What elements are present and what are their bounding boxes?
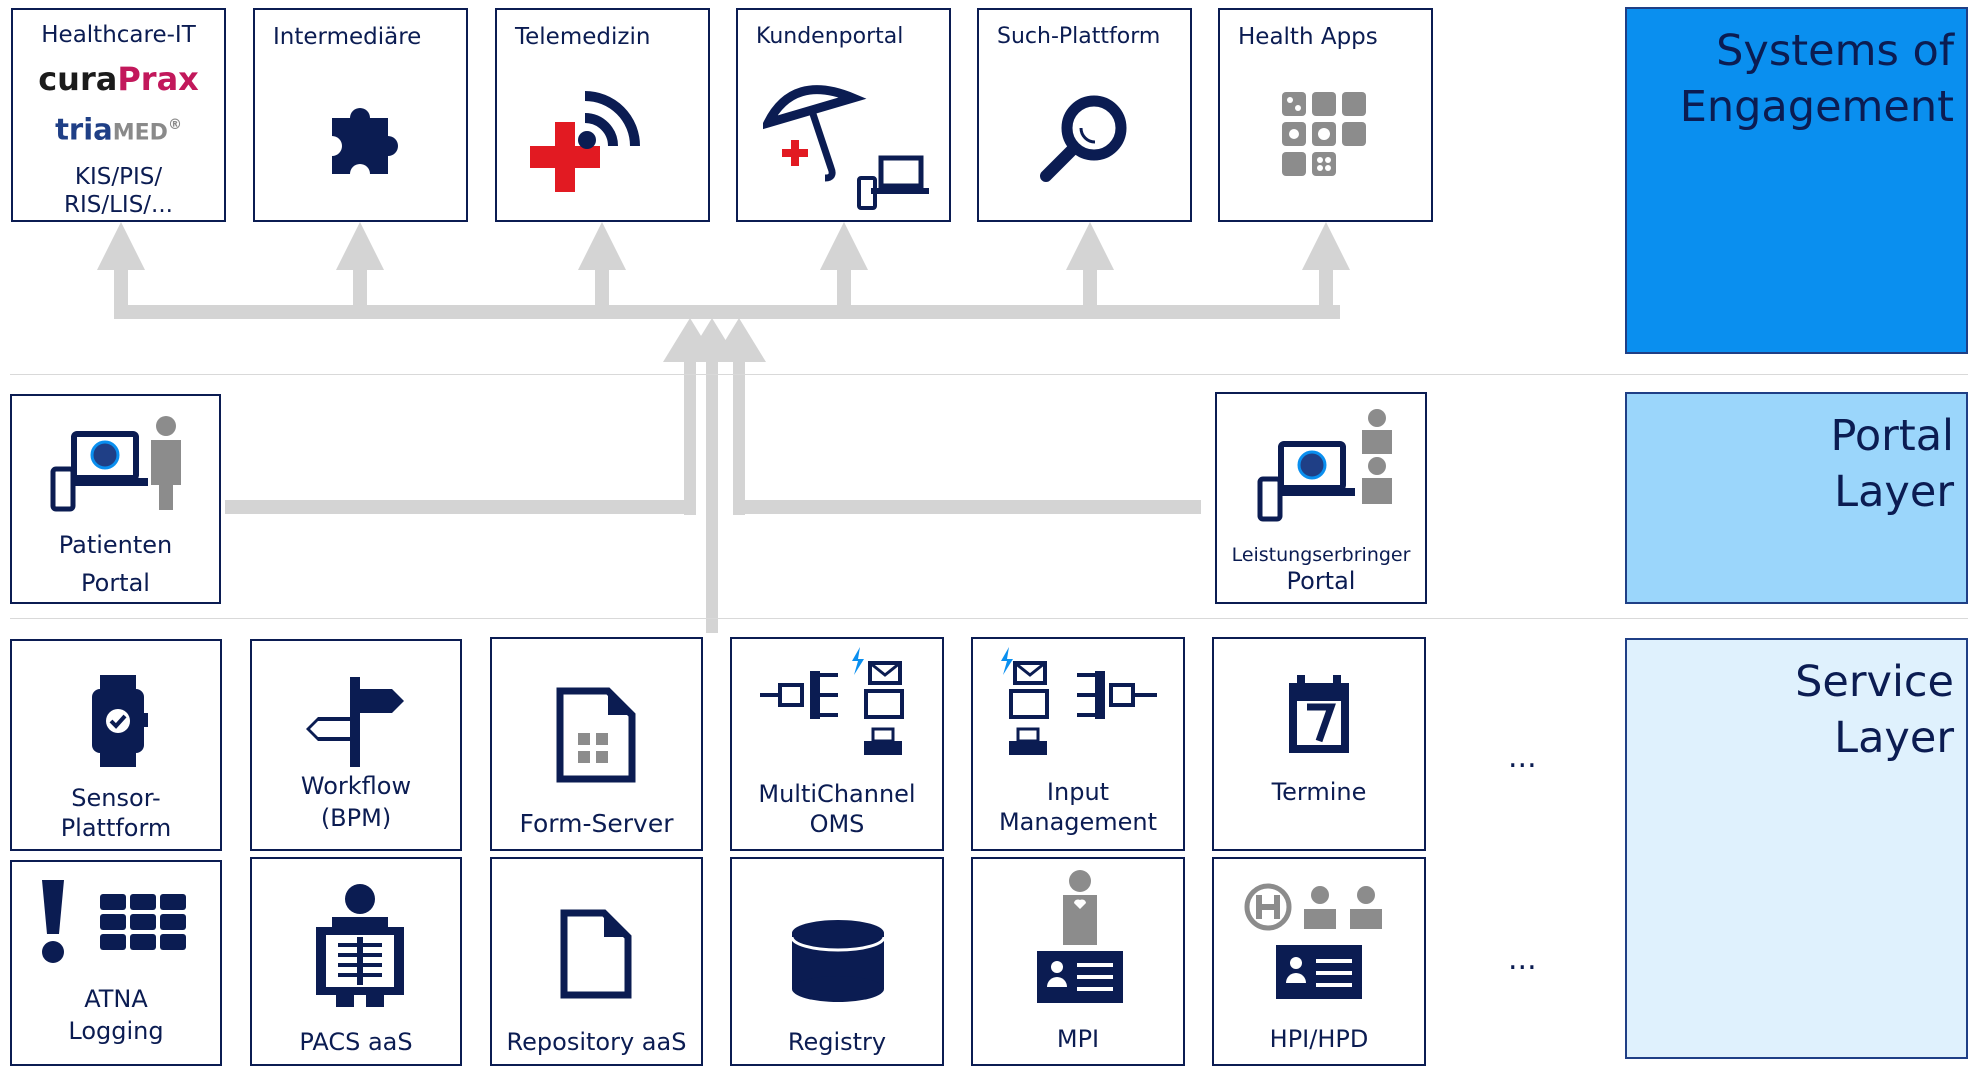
leistungserbringer-portal-line2: Portal	[1286, 567, 1356, 595]
telemedizin-title: Telemedizin	[515, 24, 651, 50]
multichannel-line2: OMS	[809, 810, 865, 838]
layer-title-line2: Layer	[1834, 713, 1954, 763]
signpost-icon	[306, 677, 404, 767]
service-sensor-plattform[interactable]: Sensor- Plattform	[10, 639, 222, 851]
separator-engagement-portal	[10, 374, 1968, 375]
such-plattform-box[interactable]: Such-Plattform	[977, 8, 1192, 222]
puzzle-icon	[332, 108, 398, 174]
input-channels-icon	[1001, 647, 1157, 755]
intermediaere-title: Intermediäre	[273, 24, 422, 50]
triamed-logo: triaMED®	[55, 112, 182, 147]
layer-systems-of-engagement: Systems of Engagement	[1625, 7, 1968, 354]
service-repository-aas[interactable]: Repository aaS	[490, 857, 703, 1066]
service-registry[interactable]: Registry	[730, 857, 944, 1066]
kundenportal-title: Kundenportal	[756, 24, 904, 49]
input-management-line1: Input	[1046, 778, 1110, 806]
workflow-line2: (BPM)	[320, 804, 392, 832]
curaprax-logo: curaPrax	[38, 60, 199, 98]
workflow-line1: Workflow	[300, 772, 412, 800]
xray-person-icon	[316, 884, 404, 1007]
layer-title-line2: Layer	[1834, 467, 1954, 517]
termine-label: Termine	[1271, 778, 1367, 806]
service-atna-logging[interactable]: ATNA Logging	[10, 860, 222, 1066]
patienten-portal-line2: Portal	[81, 569, 150, 597]
atna-logging-line1: ATNA	[84, 985, 148, 1013]
telemedicine-icon	[530, 91, 640, 192]
magnifier-icon	[1040, 95, 1127, 182]
document-icon	[560, 909, 632, 999]
service-form-server[interactable]: Form-Server	[490, 637, 703, 851]
ellipsis-row2: ...	[1508, 942, 1537, 977]
healthcare-it-line1: KIS/PIS/	[74, 164, 163, 190]
service-termine[interactable]: Termine	[1212, 637, 1426, 851]
form-document-icon	[556, 687, 636, 783]
atna-logging-line2: Logging	[68, 1017, 164, 1045]
healthcare-it-box[interactable]: Healthcare-IT curaPrax triaMED® KIS/PIS/…	[11, 8, 226, 222]
form-server-label: Form-Server	[519, 809, 674, 838]
provider-devices-icon	[1257, 409, 1392, 522]
mpi-label: MPI	[1056, 1025, 1100, 1053]
app-grid-icon	[1282, 92, 1366, 176]
multichannel-output-icon	[760, 647, 904, 755]
service-mpi[interactable]: MPI	[971, 857, 1185, 1066]
healthcare-it-line2: RIS/LIS/...	[64, 192, 173, 218]
such-plattform-title: Such-Plattform	[997, 24, 1161, 49]
sensor-plattform-line1: Sensor-	[71, 784, 161, 812]
telemedizin-box[interactable]: Telemedizin	[495, 8, 710, 222]
hpi-hpd-label: HPI/HPD	[1269, 1025, 1369, 1053]
registry-label: Registry	[787, 1028, 887, 1056]
layer-portal: Portal Layer	[1625, 392, 1968, 604]
leistungserbringer-portal-line1: Leistungserbringer	[1231, 544, 1411, 566]
patient-id-icon	[1037, 870, 1123, 1003]
repository-aas-label: Repository aaS	[506, 1028, 687, 1056]
patienten-portal-line1: Patienten	[58, 531, 173, 559]
service-input-management[interactable]: Input Management	[971, 637, 1185, 851]
pacs-aas-label: PACS aaS	[299, 1028, 413, 1056]
sensor-plattform-line2: Plattform	[60, 814, 172, 842]
patient-devices-icon	[50, 416, 181, 512]
health-apps-title: Health Apps	[1238, 24, 1378, 50]
healthcare-it-title: Healthcare-IT	[41, 22, 196, 48]
service-multichannel-oms[interactable]: MultiChannel OMS	[730, 637, 944, 851]
input-management-line2: Management	[998, 808, 1158, 836]
hospital-staff-id-icon	[1244, 883, 1382, 999]
layer-title-line1: Systems of	[1716, 26, 1954, 76]
layer-title-line1: Service	[1795, 657, 1954, 707]
log-grid-icon	[42, 880, 186, 963]
patienten-portal-box[interactable]: Patienten Portal	[10, 394, 221, 604]
calendar-icon	[1289, 675, 1349, 753]
layer-service: Service Layer	[1625, 638, 1968, 1059]
service-workflow-bpm[interactable]: Workflow (BPM)	[250, 639, 462, 851]
layer-title-line1: Portal	[1830, 411, 1954, 461]
smartwatch-icon	[92, 675, 148, 767]
health-apps-box[interactable]: Health Apps	[1218, 8, 1433, 222]
database-icon	[790, 920, 886, 1002]
service-hpi-hpd[interactable]: HPI/HPD	[1212, 857, 1426, 1066]
kundenportal-box[interactable]: Kundenportal	[736, 8, 951, 222]
intermediaere-box[interactable]: Intermediäre	[253, 8, 468, 222]
separator-portal-service	[10, 618, 1968, 619]
layer-title-line2: Engagement	[1679, 82, 1954, 132]
leistungserbringer-portal-box[interactable]: Leistungserbringer Portal	[1215, 392, 1427, 604]
ellipsis-row1: ...	[1508, 740, 1537, 775]
service-pacs-aas[interactable]: PACS aaS	[250, 857, 462, 1066]
umbrella-devices-icon	[763, 85, 929, 210]
multichannel-line1: MultiChannel	[758, 780, 916, 808]
